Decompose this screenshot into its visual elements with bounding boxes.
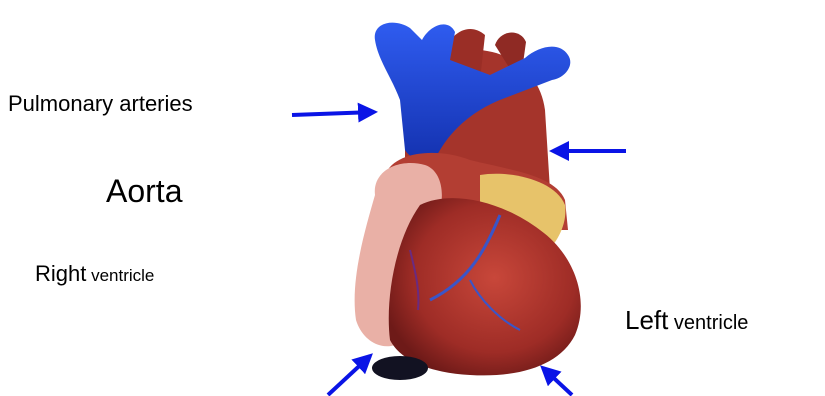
arrow-left-ventricle	[543, 368, 572, 395]
label-aorta: Aorta	[106, 175, 182, 207]
label-pulmonary-arteries: Pulmonary arteries	[8, 93, 193, 115]
label-ventricle-word: ventricle	[86, 266, 154, 285]
label-right-word: Right	[35, 261, 86, 286]
heart-model	[355, 23, 581, 380]
label-left-ventricle: Left ventricle	[625, 307, 748, 333]
label-left-word: Left	[625, 305, 668, 335]
label-ventricle-word: ventricle	[668, 312, 748, 334]
arrow-right-ventricle	[328, 356, 370, 395]
arrow-pulmonary	[292, 112, 374, 115]
label-right-ventricle: Right ventricle	[35, 263, 154, 285]
